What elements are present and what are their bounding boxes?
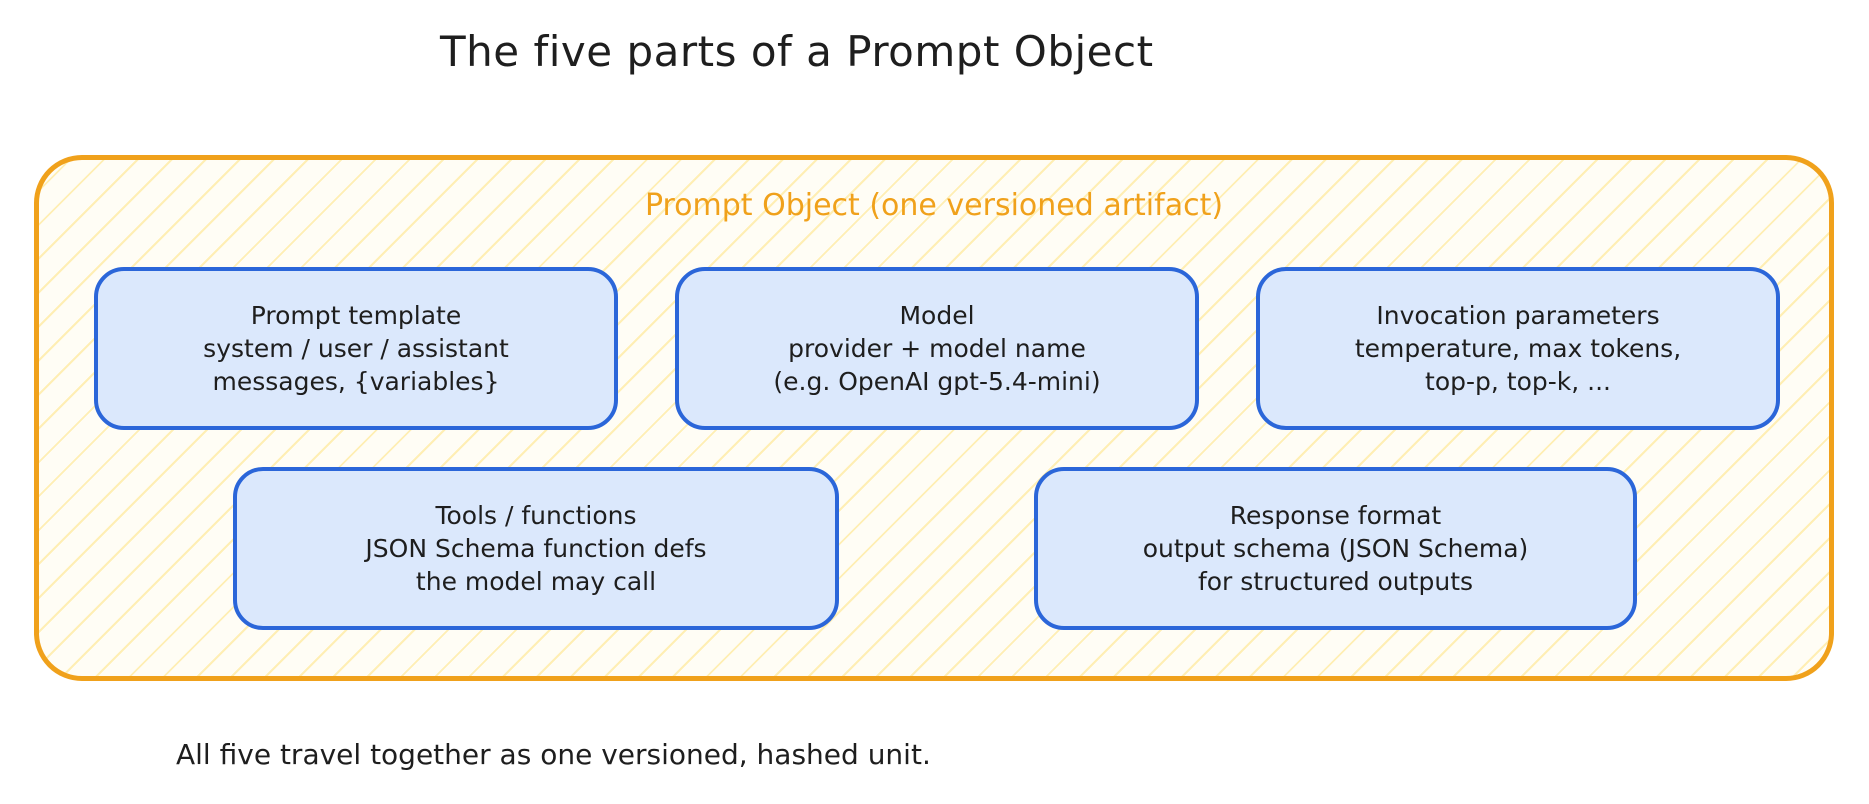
response-format-box: Response format output schema (JSON Sche… [1034,467,1637,630]
model-title: Model [899,301,975,330]
prompt-template-box: Prompt template system / user / assistan… [94,267,618,430]
diagram-title: The five parts of a Prompt Object [440,27,1154,76]
tools-functions-title: Tools / functions [435,501,637,530]
tools-functions-line-2: the model may call [415,567,657,596]
response-format-title: Response format [1229,501,1442,530]
footer-note: All five travel together as one versione… [176,738,931,771]
prompt-template-title: Prompt template [250,301,462,330]
invocation-parameters-box: Invocation parameters temperature, max t… [1256,267,1780,430]
prompt-template-line-1: system / user / assistant [203,334,509,363]
model-box: Model provider + model name (e.g. OpenAI… [675,267,1199,430]
tools-functions-box: Tools / functions JSON Schema function d… [233,467,839,630]
model-line-2: (e.g. OpenAI gpt-5.4-mini) [773,367,1101,396]
invocation-parameters-title: Invocation parameters [1376,301,1660,330]
tools-functions-line-1: JSON Schema function defs [365,534,707,563]
prompt-template-line-2: messages, {variables} [212,367,500,396]
invocation-parameters-line-2: top-p, top-k, ... [1425,367,1611,396]
invocation-parameters-line-1: temperature, max tokens, [1354,334,1682,363]
prompt-object-label: Prompt Object (one versioned artifact) [644,188,1224,223]
response-format-line-1: output schema (JSON Schema) [1142,534,1529,563]
model-line-1: provider + model name [788,334,1086,363]
response-format-line-2: for structured outputs [1197,567,1474,596]
